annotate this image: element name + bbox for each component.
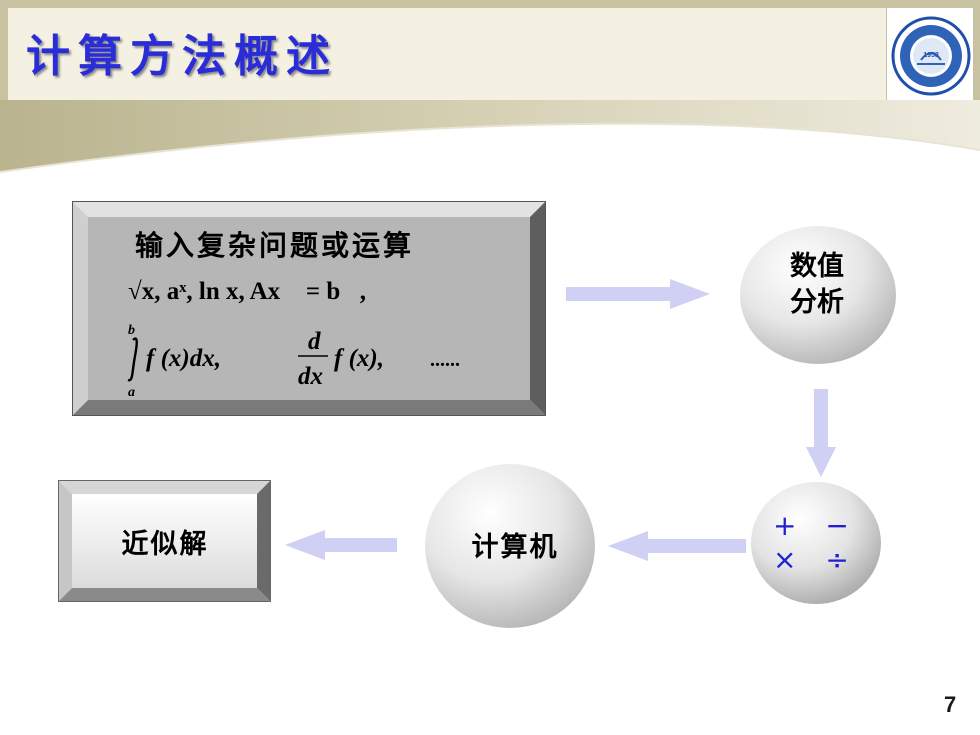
- operations-line1: + −: [773, 509, 859, 542]
- arrow-right-icon: [566, 279, 710, 309]
- page-number: 7: [944, 692, 957, 717]
- operations-circle: [751, 482, 881, 604]
- input-heading: 输入复杂问题或运算: [135, 229, 415, 262]
- title-box: [8, 8, 886, 100]
- ellipsis-text: ......: [430, 349, 460, 371]
- numerical-analysis-label: 数值 分析: [762, 249, 872, 321]
- numerical-analysis-line2: 分析: [790, 287, 844, 318]
- derivative-numerator: d: [308, 328, 321, 355]
- numerical-analysis-circle: [740, 226, 896, 364]
- numerical-analysis-line1: 数值: [790, 251, 844, 282]
- integral-sign-icon: [127, 337, 138, 382]
- operations-label: + − × ÷: [773, 509, 857, 577]
- approximate-solution-label: 近似解: [121, 529, 209, 560]
- logo-year: 1958: [923, 52, 939, 59]
- derivative-expression: f (x),: [334, 345, 384, 372]
- computer-circle: [425, 464, 595, 628]
- integral-expression: f (x)dx,: [146, 345, 221, 372]
- derivative-denominator: dx: [298, 363, 323, 390]
- university-logo-icon: 1958: [891, 16, 971, 96]
- operations-line2: × ÷: [773, 543, 859, 576]
- arrow-left-icon: [285, 530, 397, 560]
- arrow-down-icon: [806, 389, 836, 477]
- approximate-solution-box: [58, 480, 271, 602]
- math-formula-row1: √x, aˣ, ln x, Ax⃗ = b⃗,: [128, 278, 366, 305]
- math-formula-row2: b a f (x)dx, d dx f (x), ......: [127, 323, 460, 400]
- arrow-left-icon: [608, 531, 746, 561]
- input-problem-box: [72, 201, 546, 416]
- integral-lower-limit: a: [128, 385, 135, 400]
- slide-title: 计算方法概述: [26, 31, 338, 82]
- integral-upper-limit: b: [128, 323, 135, 338]
- computer-label: 计算机: [471, 532, 559, 563]
